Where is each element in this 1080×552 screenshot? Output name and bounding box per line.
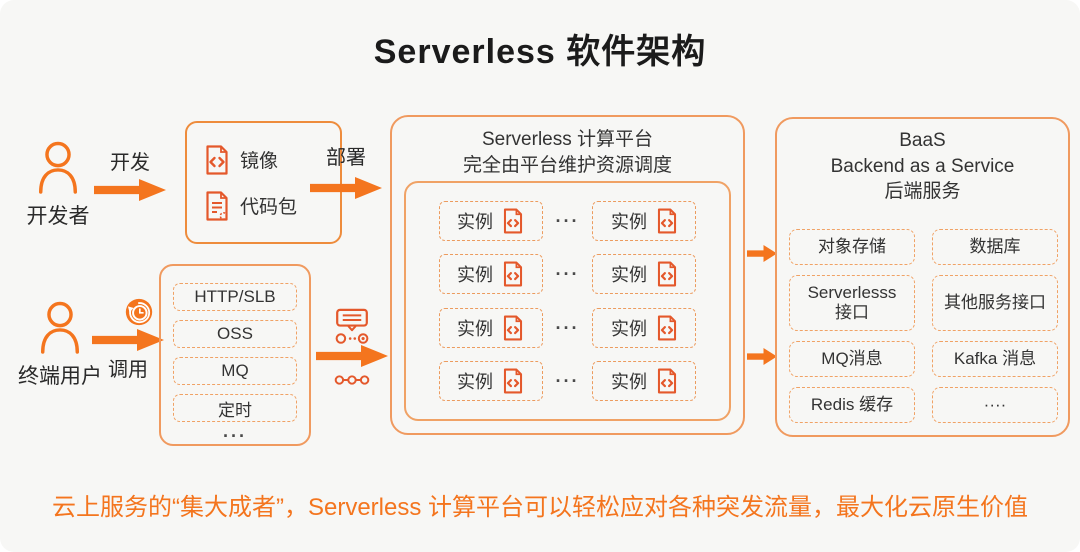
person-icon: [38, 141, 78, 194]
baas-title-line3: 后端服务: [884, 181, 961, 203]
instance-label: 实例: [610, 372, 647, 393]
instance-row: 实例 ··· 实例: [406, 307, 729, 348]
right-arrow-icon: [94, 179, 166, 201]
history-clock-icon: [125, 298, 153, 326]
trigger-item-mq: MQ: [173, 357, 297, 385]
baas-title: BaaS Backend as a Service 后端服务: [777, 128, 1068, 205]
instance-label: 实例: [610, 265, 647, 286]
ellipsis: ···: [223, 426, 247, 446]
page-title: Serverless 软件架构: [373, 33, 707, 71]
instance-box: 实例: [592, 254, 697, 295]
instance-box: 实例: [438, 361, 543, 402]
developer-label: 开发者: [26, 205, 90, 228]
code-file-icon: [503, 315, 523, 341]
code-file-icon: [657, 368, 677, 394]
ellipsis: ···: [555, 371, 580, 392]
ellipsis: ···: [555, 210, 580, 231]
instance-box: 实例: [592, 361, 697, 402]
caption: 云上服务的“集大成者”，Serverless 计算平台可以轻松应对各种突发流量，…: [51, 494, 1029, 521]
artifact-item-package: 代码包: [204, 190, 340, 221]
end-user-actor: 终端用户: [18, 300, 102, 390]
code-file-icon: [503, 208, 523, 234]
code-file-icon: [503, 368, 523, 394]
instance-box: 实例: [438, 307, 543, 348]
event-flow: [316, 308, 388, 386]
instance-row: 实例 ··· 实例: [406, 361, 729, 402]
trigger-item-oss: OSS: [173, 320, 297, 348]
baas-item-more: ····: [932, 387, 1058, 423]
develop-flow: 开发: [94, 146, 166, 201]
code-file-icon: [206, 144, 228, 175]
trigger-item-http-slb: HTTP/SLB: [173, 283, 297, 311]
deploy-flow: 部署: [310, 141, 382, 199]
baas-item-redis-cache: Redis 缓存: [789, 387, 915, 423]
trigger-box: HTTP/SLB OSS MQ 定时 ···: [159, 264, 311, 446]
artifact-label: 代码包: [240, 197, 298, 218]
developer-actor: 开发者: [26, 140, 90, 230]
artifact-box: 镜像 代码包: [185, 121, 342, 244]
ellipsis: ···: [555, 317, 580, 338]
instance-row: 实例 ··· 实例: [406, 254, 729, 295]
ellipsis: ···: [555, 264, 580, 285]
instance-row: 实例 ··· 实例: [406, 200, 729, 241]
instance-label: 实例: [457, 211, 493, 232]
baas-grid: 对象存储 数据库 Serverlesss 接口 其他服务接口 MQ消息 Kafk…: [789, 229, 1058, 423]
end-user-label: 终端用户: [18, 365, 102, 388]
right-arrow-icon: [747, 348, 777, 365]
baas-item-mq-message: MQ消息: [789, 341, 915, 378]
right-arrow-icon: [747, 245, 777, 262]
right-arrow-icon: [316, 345, 388, 367]
artifact-label: 镜像: [240, 151, 279, 172]
instance-box: 实例: [438, 200, 543, 241]
instance-box: 实例: [438, 254, 543, 295]
platform-title-line2: 完全由平台维护资源调度: [462, 155, 672, 177]
baas-title-line1: BaaS: [899, 130, 946, 151]
linked-nodes-icon: [334, 375, 370, 385]
instance-box: 实例: [592, 307, 697, 348]
code-file-icon: [657, 261, 677, 287]
instance-label: 实例: [610, 211, 647, 232]
message-queue-icon: [335, 308, 369, 344]
instances-box: 实例 ··· 实例: [404, 181, 731, 421]
trigger-item-timer: 定时: [173, 394, 297, 422]
instance-label: 实例: [457, 318, 493, 339]
baas-title-line2: Backend as a Service: [830, 155, 1015, 177]
develop-label: 开发: [110, 152, 150, 174]
baas-item-serverless-api: Serverlesss 接口: [789, 274, 915, 332]
instance-label: 实例: [457, 372, 493, 393]
baas-item-kafka-message: Kafka 消息: [932, 341, 1058, 378]
right-arrow-icon: [92, 329, 164, 351]
invoke-flow: 调用: [92, 298, 164, 382]
invoke-label: 调用: [108, 359, 148, 381]
instance-label: 实例: [610, 318, 647, 339]
code-file-icon: [503, 261, 523, 287]
platform-title-line1: Serverless 计算平台: [481, 129, 654, 150]
baas-item-other-service-api: 其他服务接口: [932, 274, 1058, 332]
code-file-icon: [657, 208, 677, 234]
deploy-label: 部署: [326, 147, 366, 169]
right-arrow-icon: [310, 177, 382, 199]
platform-box: Serverless 计算平台 完全由平台维护资源调度 实例 ··· 实例: [390, 115, 745, 435]
instance-box: 实例: [592, 200, 697, 241]
artifact-item-image: 镜像: [204, 144, 340, 175]
person-icon: [40, 301, 80, 354]
code-file-icon: [657, 315, 677, 341]
baas-box: BaaS Backend as a Service 后端服务 对象存储 数据库 …: [775, 117, 1070, 437]
instance-label: 实例: [457, 265, 493, 286]
document-file-icon: [206, 190, 228, 221]
baas-item-object-storage: 对象存储: [789, 229, 915, 265]
baas-item-database: 数据库: [932, 229, 1058, 265]
platform-title: Serverless 计算平台 完全由平台维护资源调度: [392, 127, 743, 179]
